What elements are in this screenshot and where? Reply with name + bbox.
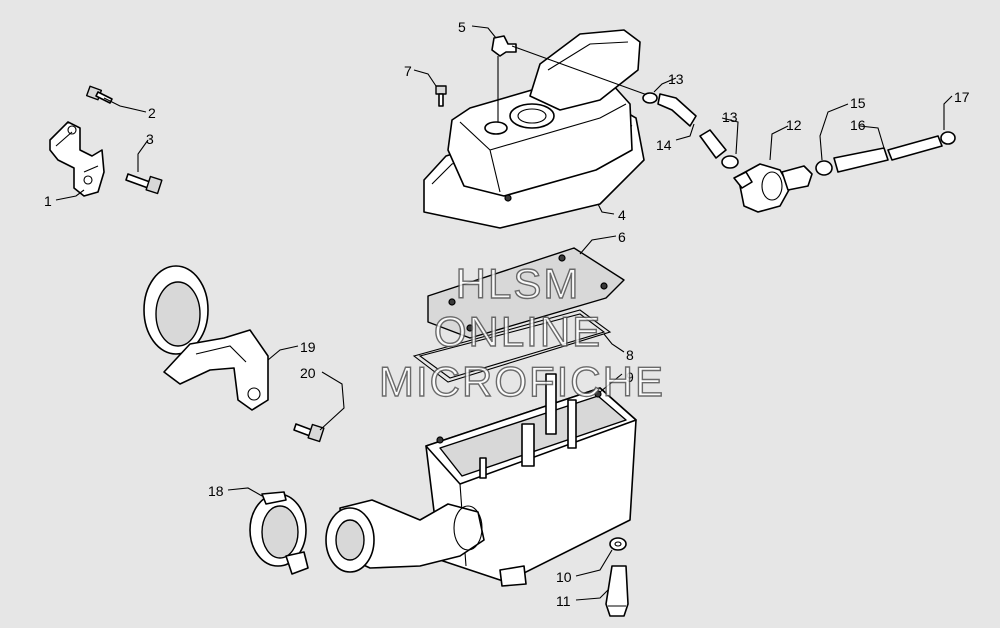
part-3-bolt	[125, 173, 163, 195]
callout-6: 6	[618, 229, 626, 245]
callout-labels: 1 2 3 4 5 6 7 8 9 10 11 12 13 13 14 15 1…	[44, 19, 970, 609]
part-18-hose-clamp	[249, 491, 309, 575]
part-1-bracket	[49, 121, 105, 197]
callout-1: 1	[44, 193, 52, 209]
callout-19: 19	[300, 339, 316, 355]
watermark-line-1: HLSM	[456, 260, 581, 307]
part-12-valve	[733, 163, 813, 213]
part-4-lid	[423, 29, 645, 229]
callout-2: 2	[148, 105, 156, 121]
callout-18: 18	[208, 483, 224, 499]
hose-route-line	[511, 45, 651, 97]
part-7-screw	[435, 85, 447, 107]
callout-5: 5	[458, 19, 466, 35]
callout-20: 20	[300, 365, 316, 381]
part-5-fitting	[491, 35, 517, 57]
callout-17: 17	[954, 89, 970, 105]
callout-16: 16	[850, 117, 866, 133]
part-11-drain	[605, 565, 629, 617]
part-15-clamp	[815, 160, 833, 176]
callout-11: 11	[556, 593, 571, 609]
callout-12: 12	[786, 117, 802, 133]
watermark-line-3: MICROFICHE	[379, 358, 665, 405]
part-13-clamp-upper	[642, 92, 658, 104]
callout-9: 9	[626, 369, 634, 385]
part-6-gasket	[427, 247, 625, 339]
watermark: HLSM ONLINE MICROFICHE	[378, 259, 665, 405]
part-20-bolt	[293, 423, 325, 443]
callout-4: 4	[618, 207, 626, 223]
part-8-seal	[412, 309, 612, 383]
callout-14: 14	[656, 137, 672, 153]
callout-13-upper: 13	[668, 71, 684, 87]
watermark-line-2: ONLINE	[434, 308, 602, 355]
callout-10: 10	[556, 569, 572, 585]
callout-7: 7	[404, 63, 412, 79]
callout-3: 3	[146, 131, 154, 147]
intake-elbow	[325, 499, 485, 573]
callout-8: 8	[626, 347, 634, 363]
part-13-clamp-lower	[721, 155, 739, 169]
part-14-hose	[657, 93, 727, 159]
part-9-housing	[425, 373, 637, 587]
leader-lines	[55, 25, 953, 601]
part-17-clamp	[940, 131, 956, 145]
part-19-mount-bracket	[143, 265, 269, 411]
callout-13-lower: 13	[722, 109, 738, 125]
part-10-washer	[609, 537, 627, 551]
part-16-tube	[833, 135, 943, 173]
callout-15: 15	[850, 95, 866, 111]
